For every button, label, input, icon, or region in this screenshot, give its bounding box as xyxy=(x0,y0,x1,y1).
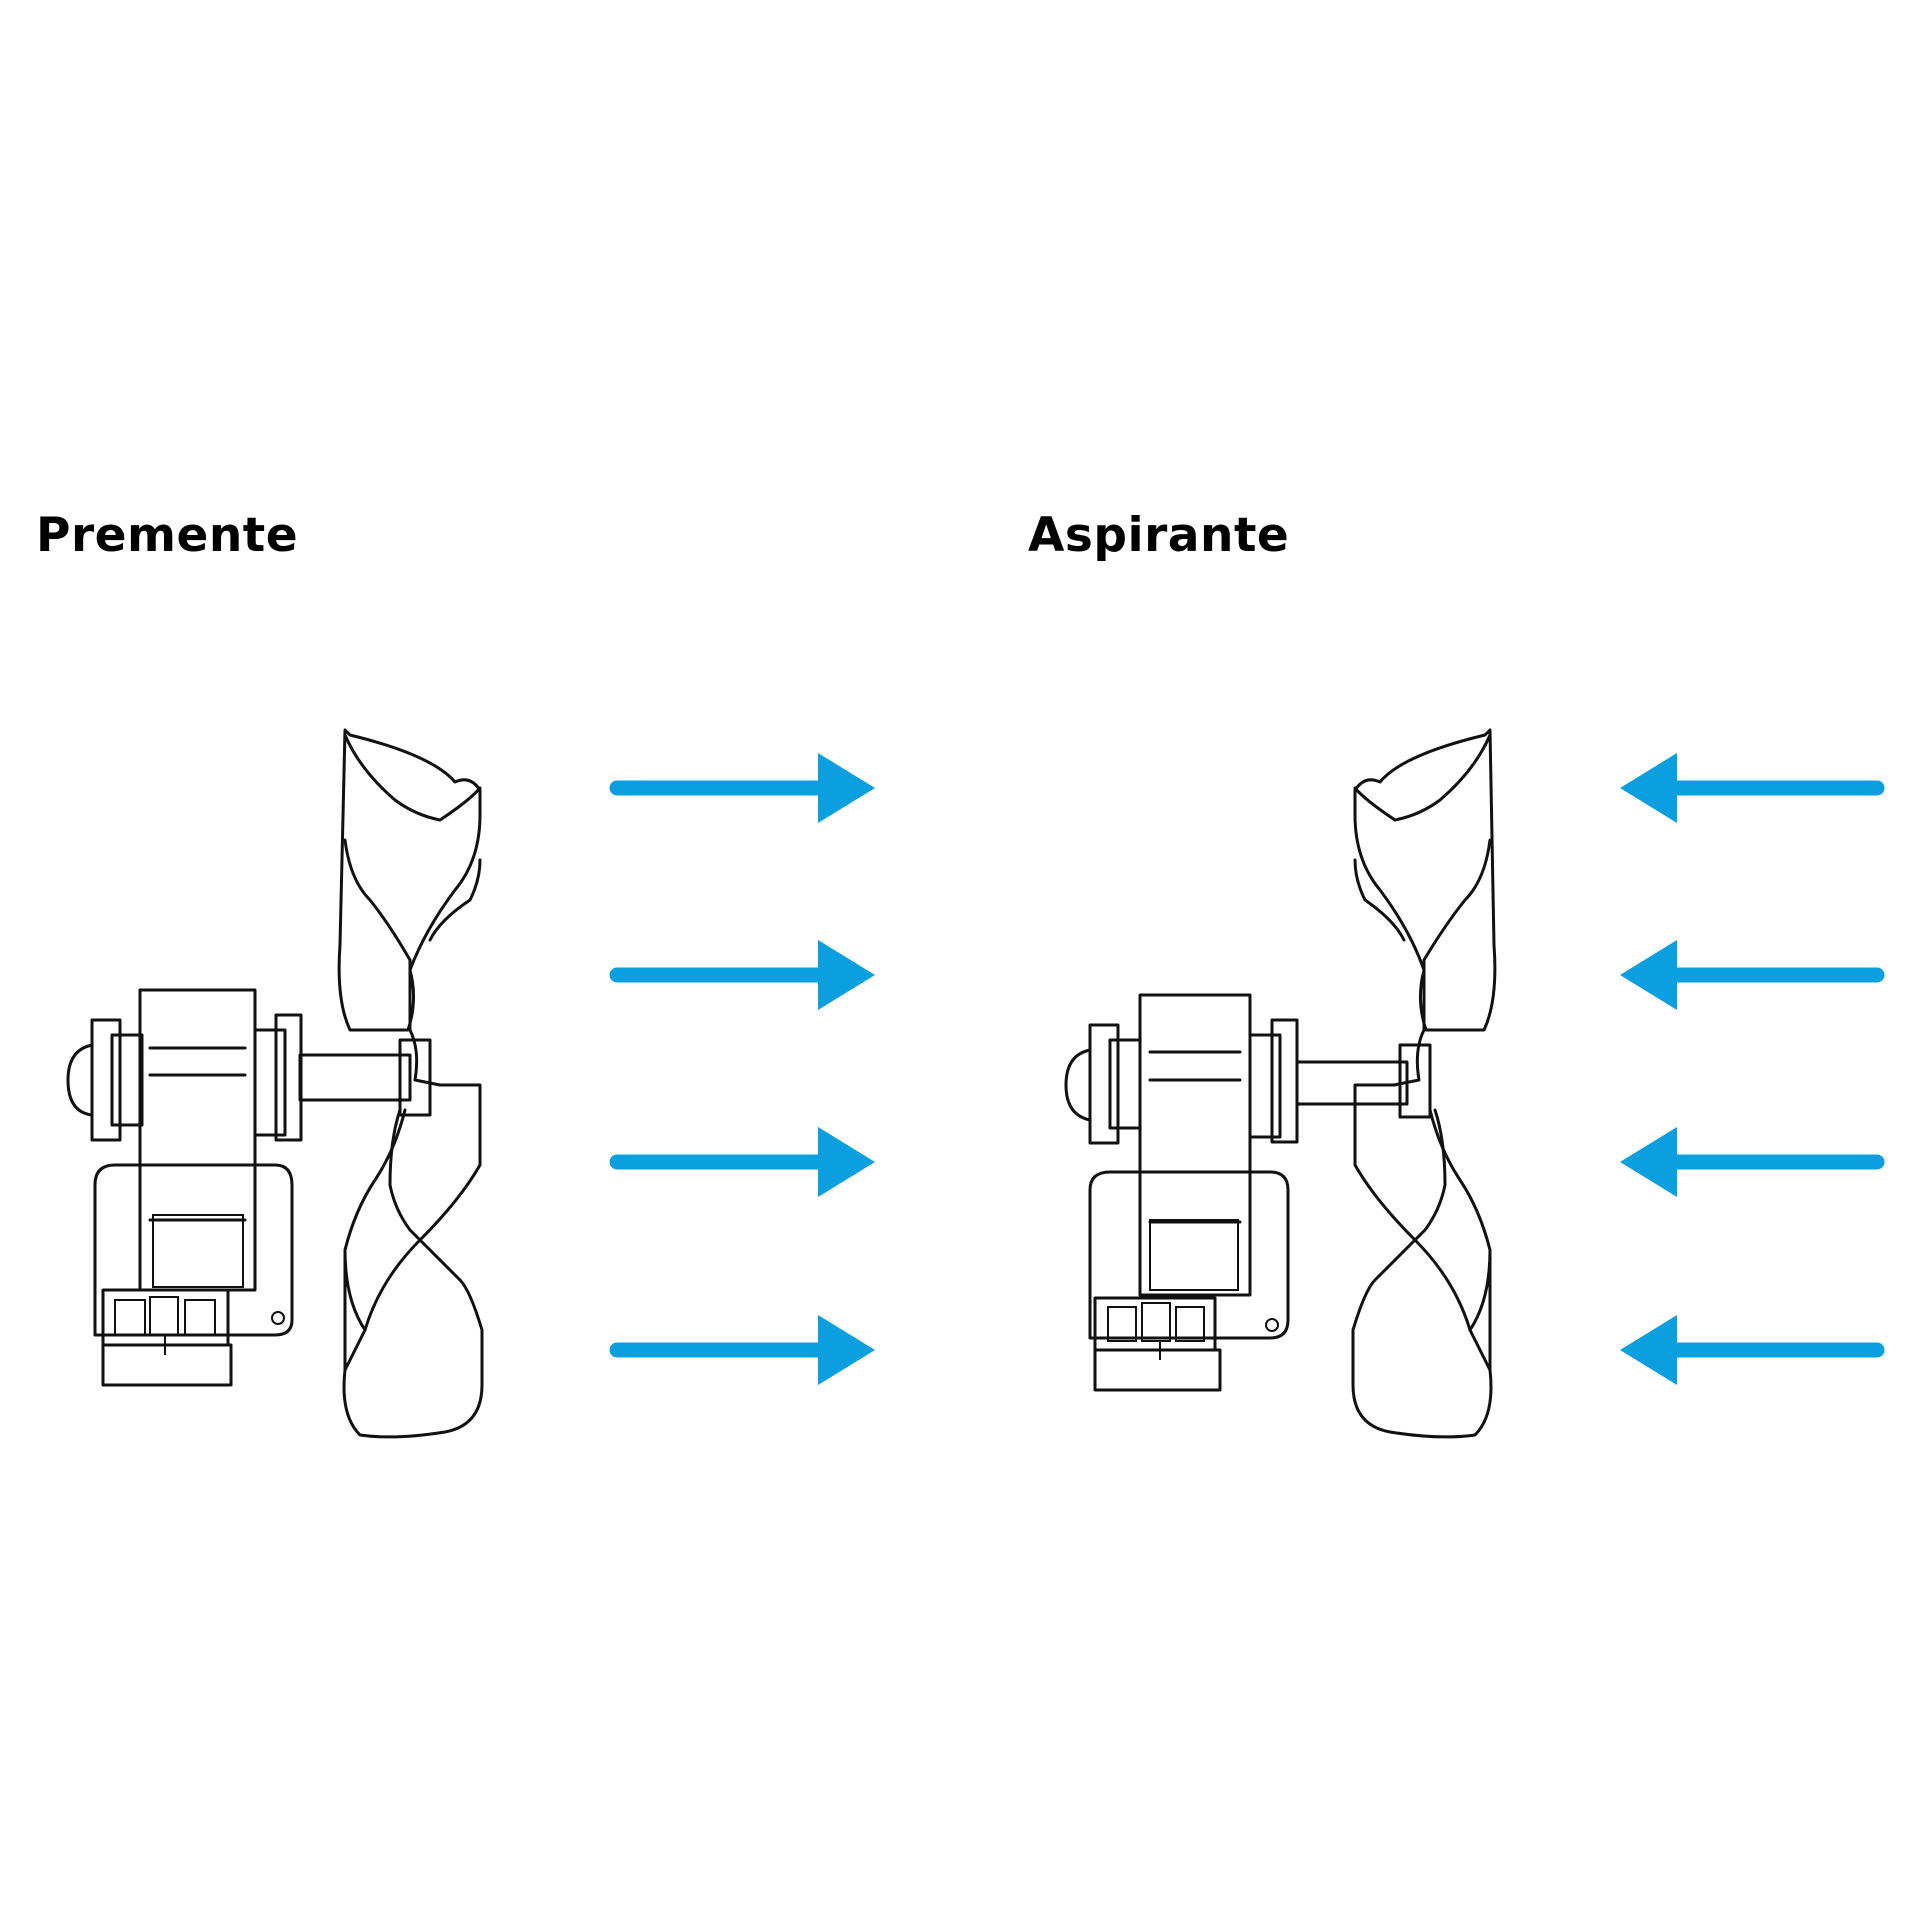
premente-airflow-arrows xyxy=(609,753,875,1385)
label-aspirante: Aspirante xyxy=(1028,508,1290,563)
premente-arrow-4 xyxy=(609,1315,875,1385)
aspirante-arrow-4 xyxy=(1620,1315,1885,1385)
aspirante-propeller xyxy=(1351,728,1497,1439)
aspirante-airflow-arrows xyxy=(1620,753,1885,1385)
premente-arrow-2 xyxy=(609,940,875,1010)
premente-arrow-1 xyxy=(609,753,875,823)
premente-propeller xyxy=(337,728,484,1439)
premente-arrow-3 xyxy=(609,1127,875,1197)
aspirante-arrow-3 xyxy=(1620,1127,1885,1197)
aspirante-arrow-1 xyxy=(1620,753,1885,823)
premente-fan-assembly xyxy=(66,728,484,1439)
aspirante-arrow-2 xyxy=(1620,940,1885,1010)
aspirante-motor xyxy=(1064,993,1432,1392)
label-premente: Premente xyxy=(36,508,299,563)
aspirante-fan-assembly xyxy=(1064,728,1497,1439)
premente-motor xyxy=(66,988,432,1387)
